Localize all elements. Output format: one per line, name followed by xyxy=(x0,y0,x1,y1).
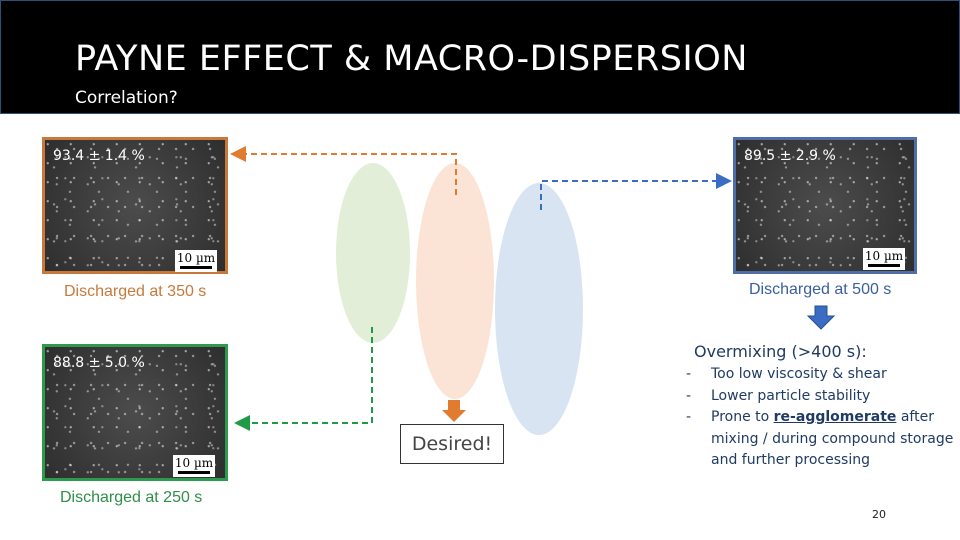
caption-250s: Discharged at 250 s xyxy=(60,489,203,506)
list-item: - Too low viscosity & shear xyxy=(686,366,887,382)
dispersion-value: 89.5 ± 2.9 % xyxy=(744,148,836,164)
dispersion-value: 88.8 ± 5.0 % xyxy=(53,355,145,371)
desired-label: Desired! xyxy=(400,424,504,464)
scale-bar: 10 µm xyxy=(173,455,215,477)
micrograph-350s: 93.4 ± 1.4 % 10 µm xyxy=(42,137,228,274)
orange-connector xyxy=(230,146,457,195)
overmixing-arrow-icon xyxy=(806,305,836,330)
overmixing-list: - Too low viscosity & shear - Lower part… xyxy=(686,364,956,472)
scale-bar: 10 µm xyxy=(863,248,905,270)
dispersion-value: 93.4 ± 1.4 % xyxy=(53,148,145,164)
slide-title: PAYNE EFFECT & MACRO-DISPERSION xyxy=(75,39,748,79)
desired-arrow-icon xyxy=(442,400,466,422)
micrograph-250s: 88.8 ± 5.0 % 10 µm xyxy=(42,344,228,481)
blue-ellipse xyxy=(495,183,583,435)
reagglomerate-emphasis: re-agglomerate xyxy=(773,409,897,425)
blue-connector xyxy=(540,173,732,210)
page-number: 20 xyxy=(872,508,886,521)
green-connector xyxy=(234,327,373,431)
green-ellipse xyxy=(336,163,410,343)
slide-subtitle: Correlation? xyxy=(75,88,178,108)
caption-350s: Discharged at 350 s xyxy=(64,283,207,300)
title-bar: PAYNE EFFECT & MACRO-DISPERSION Correlat… xyxy=(0,0,960,114)
list-item: - Lower particle stability xyxy=(686,387,871,404)
overmixing-title: Overmixing (>400 s): xyxy=(694,342,867,361)
list-item: - Prone to re-agglomerate after mixing /… xyxy=(686,409,954,468)
orange-ellipse xyxy=(416,163,494,399)
caption-500s: Discharged at 500 s xyxy=(749,281,892,298)
scale-bar: 10 µm xyxy=(175,250,217,272)
micrograph-500s: 89.5 ± 2.9 % 10 µm xyxy=(733,137,917,274)
